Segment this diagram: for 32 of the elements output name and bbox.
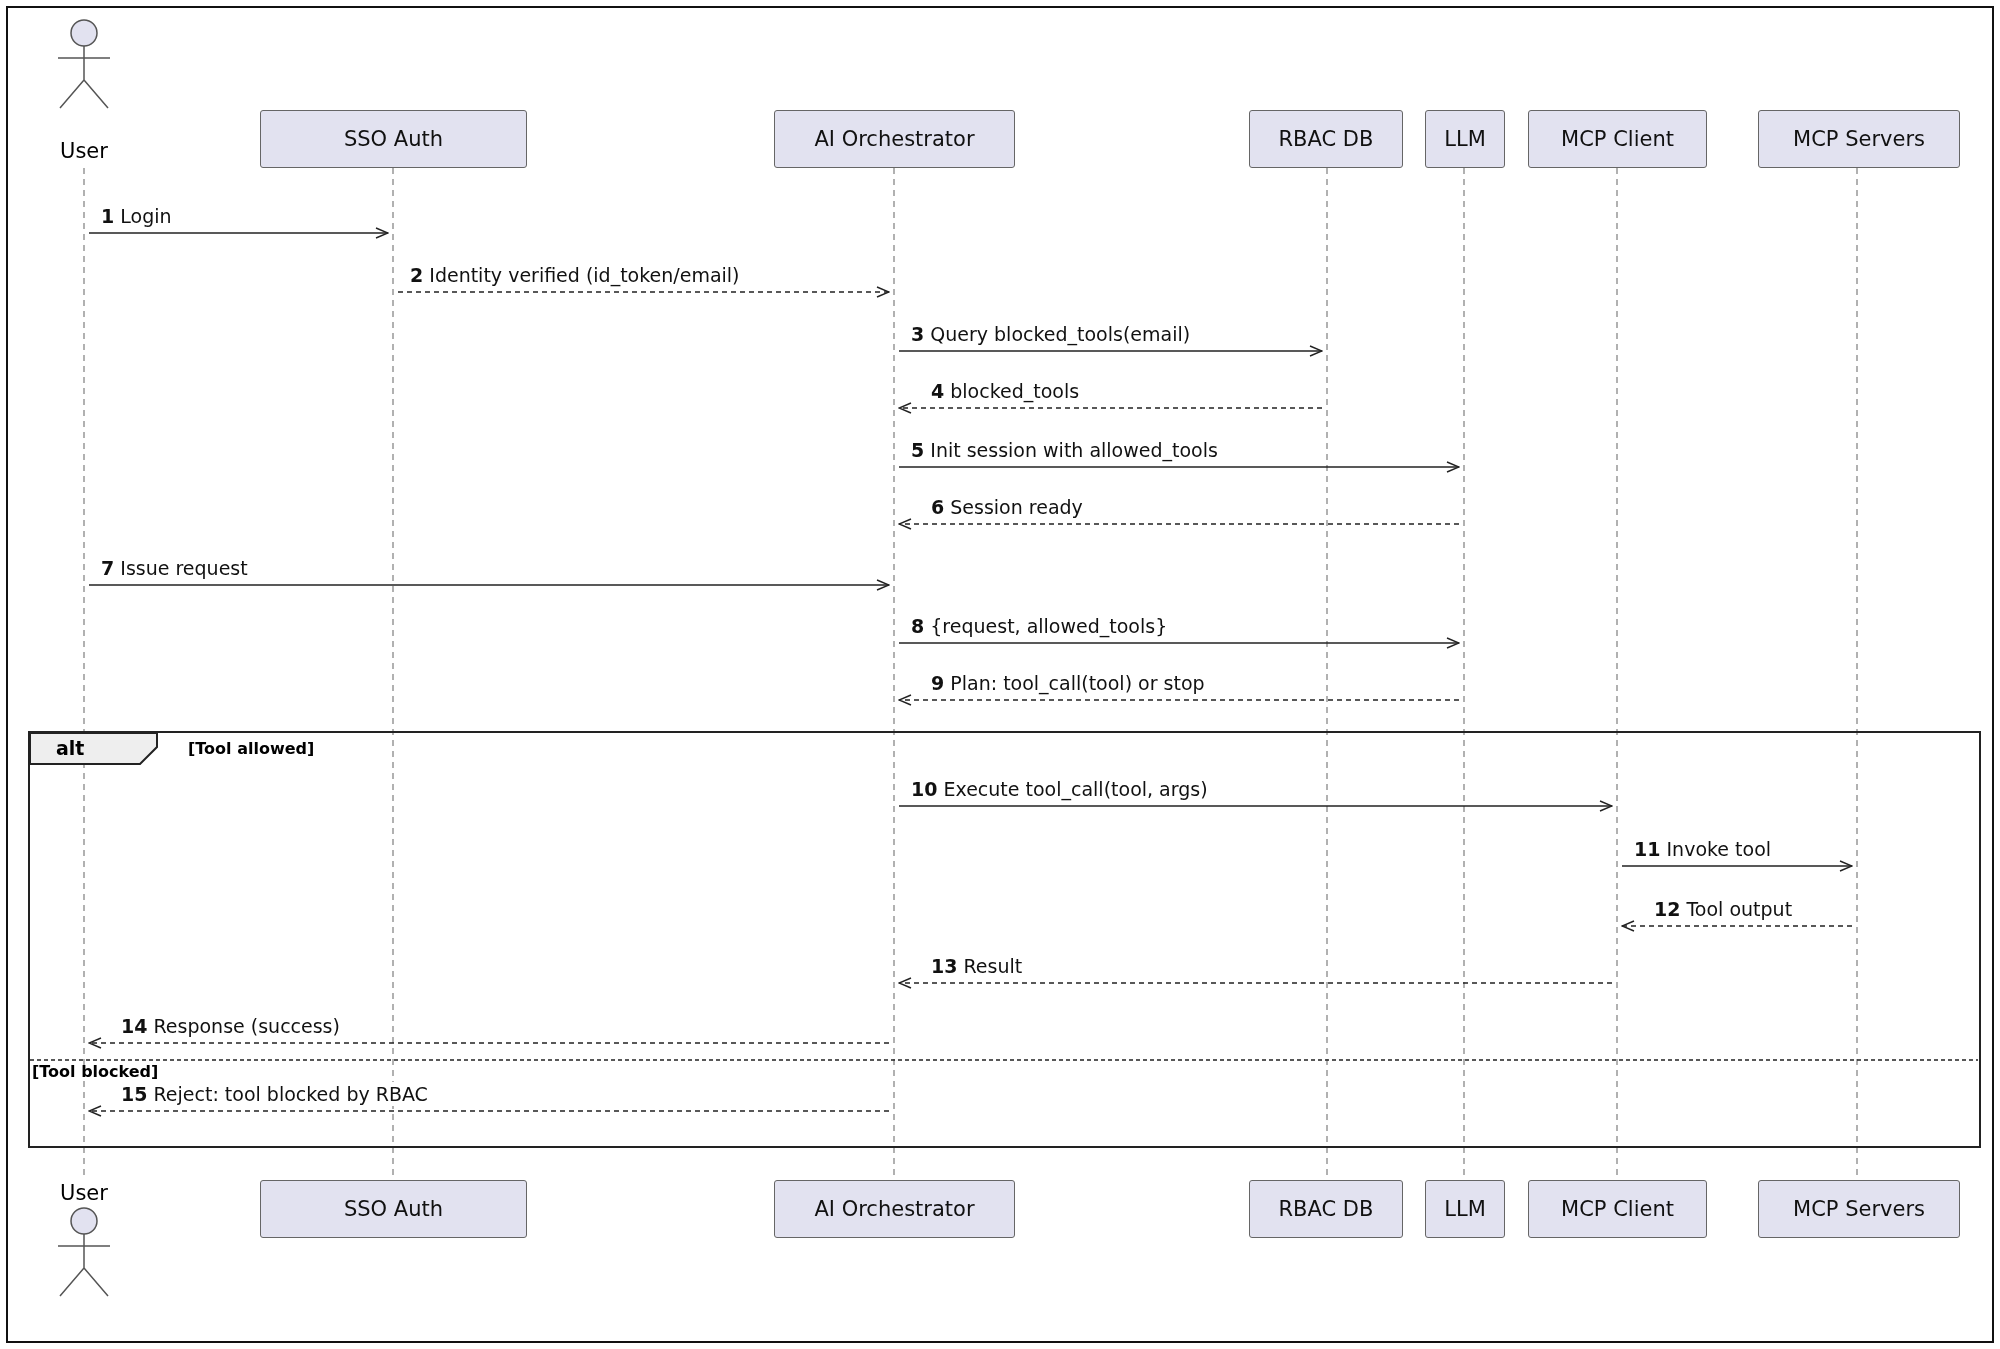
actor-label: User [59, 1180, 109, 1206]
participant-box: MCP Client [1528, 1180, 1707, 1238]
participant-box: SSO Auth [260, 110, 527, 168]
message-arrow [898, 800, 1613, 812]
participant-box: MCP Client [1528, 110, 1707, 168]
operator-tab: alt [30, 733, 158, 765]
participant-box: AI Orchestrator [774, 110, 1015, 168]
message-arrow [898, 637, 1460, 649]
return-message-arrow [898, 977, 1613, 989]
actor-label: User [59, 138, 109, 164]
return-message-arrow [1621, 920, 1853, 932]
guard-condition: [Tool allowed] [188, 739, 315, 758]
return-message-arrow [898, 402, 1323, 414]
guard-condition: [Tool blocked] [32, 1062, 159, 1081]
message-arrow [898, 461, 1460, 473]
participant-box: RBAC DB [1249, 110, 1403, 168]
return-message-arrow [397, 286, 890, 298]
participant-box: LLM [1425, 1180, 1505, 1238]
message-arrow [1621, 860, 1853, 872]
participant-box: LLM [1425, 110, 1505, 168]
return-message-arrow [898, 694, 1460, 706]
participant-box: SSO Auth [260, 1180, 527, 1238]
message-arrow [88, 227, 389, 239]
return-message-arrow [88, 1037, 890, 1049]
participant-box: RBAC DB [1249, 1180, 1403, 1238]
message-arrow [898, 345, 1323, 357]
return-message-arrow [88, 1105, 890, 1117]
participant-box: MCP Servers [1758, 1180, 1960, 1238]
participant-box: MCP Servers [1758, 110, 1960, 168]
participant-box: AI Orchestrator [774, 1180, 1015, 1238]
return-message-arrow [898, 518, 1460, 530]
message-arrow [88, 579, 890, 591]
